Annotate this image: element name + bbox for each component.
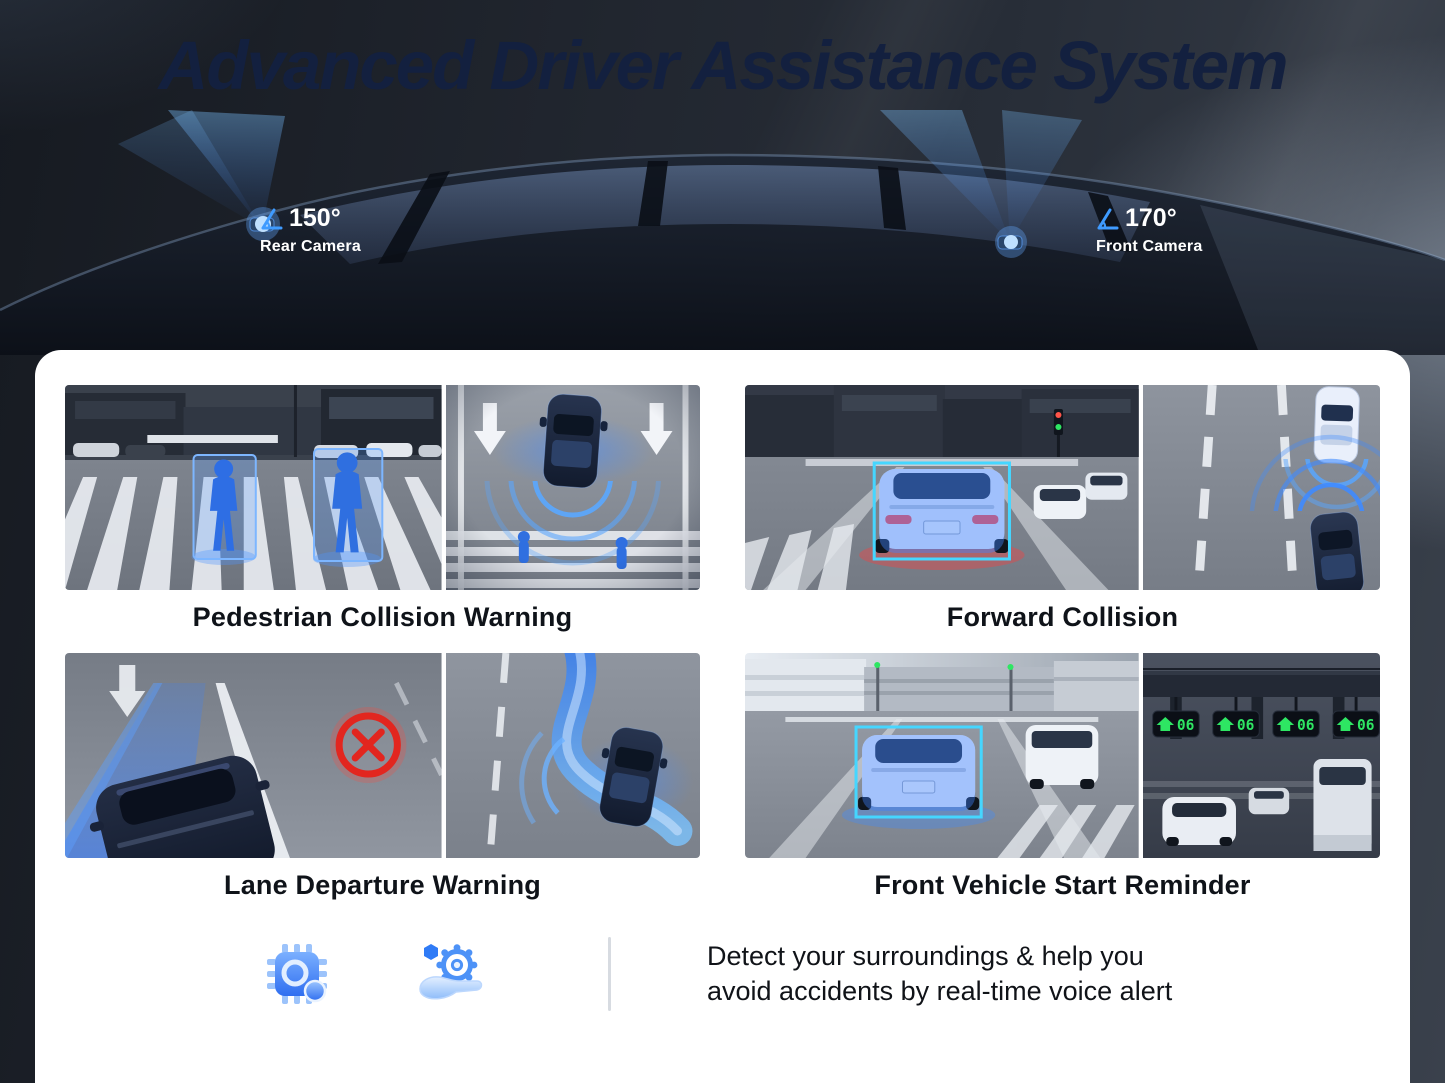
countdown-text: 06: [1237, 717, 1255, 734]
feature-caption: Front Vehicle Start Reminder: [874, 870, 1251, 900]
rear-camera-callout: 150° Rear Camera: [260, 206, 361, 256]
feature-card-lane-departure-warning: Lane Departure Warning: [65, 653, 700, 921]
traffic-light: 06: [1151, 697, 1200, 738]
features-panel: Pedestrian Collision Warning: [35, 350, 1410, 1083]
other-car: [1033, 485, 1087, 519]
distant-car: [1248, 787, 1289, 815]
features-grid: Pedestrian Collision Warning: [35, 350, 1410, 921]
feature-image-pair: [745, 385, 1380, 590]
green-arrow-icon: [1216, 717, 1234, 731]
lane-keep-graphic: [445, 653, 700, 858]
car-illustration: [0, 110, 1445, 355]
feature-card-forward-collision: Forward Collision: [745, 385, 1380, 653]
countdown-text: 06: [1297, 717, 1315, 734]
footer-text: Detect your surroundings & help you avoi…: [707, 939, 1172, 1008]
rear-camera-label: Rear Camera: [260, 238, 361, 255]
angle-icon: [1097, 208, 1119, 230]
hexagon-accent: [424, 944, 438, 960]
page-title: Advanced Driver Assistance System: [158, 27, 1288, 104]
detected-pedestrian: [313, 448, 384, 567]
car-glass: [300, 165, 1150, 264]
traffic-light: 06: [1271, 697, 1320, 738]
forward-collision-scene: [745, 385, 1139, 590]
front-camera-beam: [880, 110, 1082, 258]
front-camera-callout: 170° Front Camera: [1096, 206, 1202, 256]
lane-arrow: [109, 665, 146, 717]
forward-radar-graphic: [1142, 385, 1380, 590]
front-vehicle-start-scene: [745, 653, 1139, 858]
footer-row: Detect your surroundings & help you avoi…: [35, 921, 1410, 1011]
pedestrian-street-scene: [65, 385, 442, 590]
rear-camera-angle: 150°: [289, 204, 341, 232]
crosswalk-stripes: [997, 805, 1135, 858]
angle-icon: [261, 208, 283, 230]
foreground-crosswalk: [745, 524, 855, 590]
car-pillars: [378, 161, 1132, 264]
radar-arcs: [518, 731, 565, 825]
voice-alert-hand-icon: [419, 944, 483, 1000]
ai-chip-icon: [267, 944, 327, 1004]
other-car: [1085, 472, 1128, 500]
front-camera-label: Front Camera: [1096, 238, 1203, 255]
ego-car-top-view: [1309, 511, 1364, 590]
feature-caption: Pedestrian Collision Warning: [192, 602, 573, 632]
front-camera-angle: 170°: [1125, 204, 1177, 232]
feature-caption: Lane Departure Warning: [224, 870, 541, 900]
traffic-light: [1053, 409, 1063, 457]
detected-front-vehicle: [858, 735, 980, 811]
green-arrow-icon: [1336, 717, 1354, 731]
ego-car-top-view: [598, 727, 667, 827]
lead-car-top-view: [1313, 386, 1360, 464]
traffic-light: 06: [1211, 697, 1260, 738]
radar-arcs: [1249, 434, 1380, 511]
feature-image-pair: [65, 653, 700, 858]
feature-image-pair: 06 06 06: [745, 653, 1380, 858]
detected-vehicle: [875, 469, 1009, 553]
lane-departure-scene: [65, 653, 442, 858]
countdown-text: 06: [1357, 717, 1375, 734]
gear-icon: [436, 944, 478, 986]
modern-buildings: [745, 659, 1139, 711]
detected-pedestrian: [191, 454, 257, 565]
footer-divider: [608, 937, 611, 1011]
detection-bounding-box: [872, 461, 1011, 561]
waiting-car: [1162, 797, 1236, 846]
feature-card-pedestrian-collision-warning: Pedestrian Collision Warning: [65, 385, 700, 653]
detection-glow: [841, 801, 996, 829]
feature-image-pair: [65, 385, 700, 590]
green-arrow-icon: [1156, 717, 1174, 731]
green-arrow-icon: [1276, 717, 1294, 731]
box-truck: [1313, 759, 1372, 851]
traffic-light: 06: [1332, 697, 1380, 738]
traffic-light-countdown-scene: 06 06 06: [1142, 653, 1380, 858]
windshield-reflection: [1200, 205, 1445, 355]
city-buildings: [745, 385, 1139, 457]
countdown-text: 06: [1177, 717, 1195, 734]
white-van: [1025, 725, 1099, 789]
detection-bounding-box: [854, 725, 983, 819]
feature-caption: Forward Collision: [946, 602, 1179, 632]
footer-text-line-1: Detect your surroundings & help you: [707, 941, 1144, 972]
pedestrian-radar-graphic: [445, 385, 700, 590]
feature-card-front-vehicle-start-reminder: 06 06 06: [745, 653, 1380, 921]
lane-departure-warning-sign: [330, 707, 407, 783]
drifting-car: [89, 755, 275, 858]
hand-shape: [419, 976, 483, 1000]
footer-text-line-2: avoid accidents by real-time voice alert: [707, 976, 1173, 1006]
